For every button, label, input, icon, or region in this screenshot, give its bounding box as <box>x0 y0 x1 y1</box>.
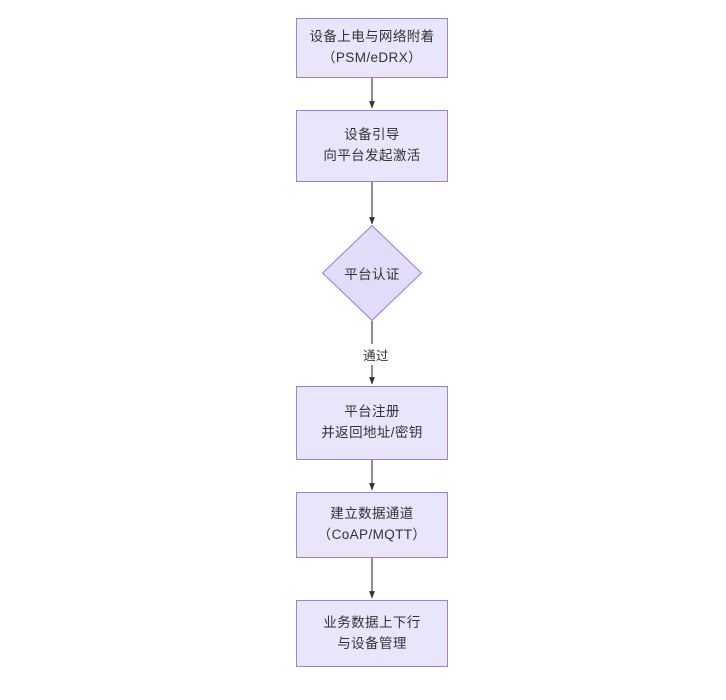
node-power-on-line-1: 设备上电与网络附着 <box>309 29 435 45</box>
node-business-data-line-1: 业务数据上下行 <box>323 614 421 630</box>
edge-label-pass: 通过 <box>352 344 400 365</box>
node-bootstrap-line-2: 向平台发起激活 <box>323 148 421 163</box>
node-data-channel-line-2: （CoAP/MQTT） <box>317 527 427 542</box>
diamond-shape-icon <box>322 225 422 321</box>
node-platform-register-line-1: 平台注册 <box>344 404 400 420</box>
node-platform-auth[interactable]: 平台认证 <box>322 225 422 321</box>
node-power-on[interactable]: 设备上电与网络附着 （PSM/eDRX） <box>296 18 448 78</box>
node-data-channel-line-1: 建立数据通道 <box>330 506 414 522</box>
node-bootstrap-line-1: 设备引导 <box>344 127 400 143</box>
node-business-data-line-2: 与设备管理 <box>337 635 407 651</box>
node-bootstrap[interactable]: 设备引导 向平台发起激活 <box>296 110 448 182</box>
node-power-on-line-2: （PSM/eDRX） <box>321 50 423 65</box>
node-platform-auth-label: 平台认证 <box>344 267 400 282</box>
node-platform-register[interactable]: 平台注册 并返回地址/密钥 <box>296 386 448 460</box>
node-platform-register-line-2: 并返回地址/密钥 <box>321 425 423 440</box>
node-business-data[interactable]: 业务数据上下行 与设备管理 <box>296 600 448 667</box>
node-data-channel[interactable]: 建立数据通道 （CoAP/MQTT） <box>296 492 448 558</box>
